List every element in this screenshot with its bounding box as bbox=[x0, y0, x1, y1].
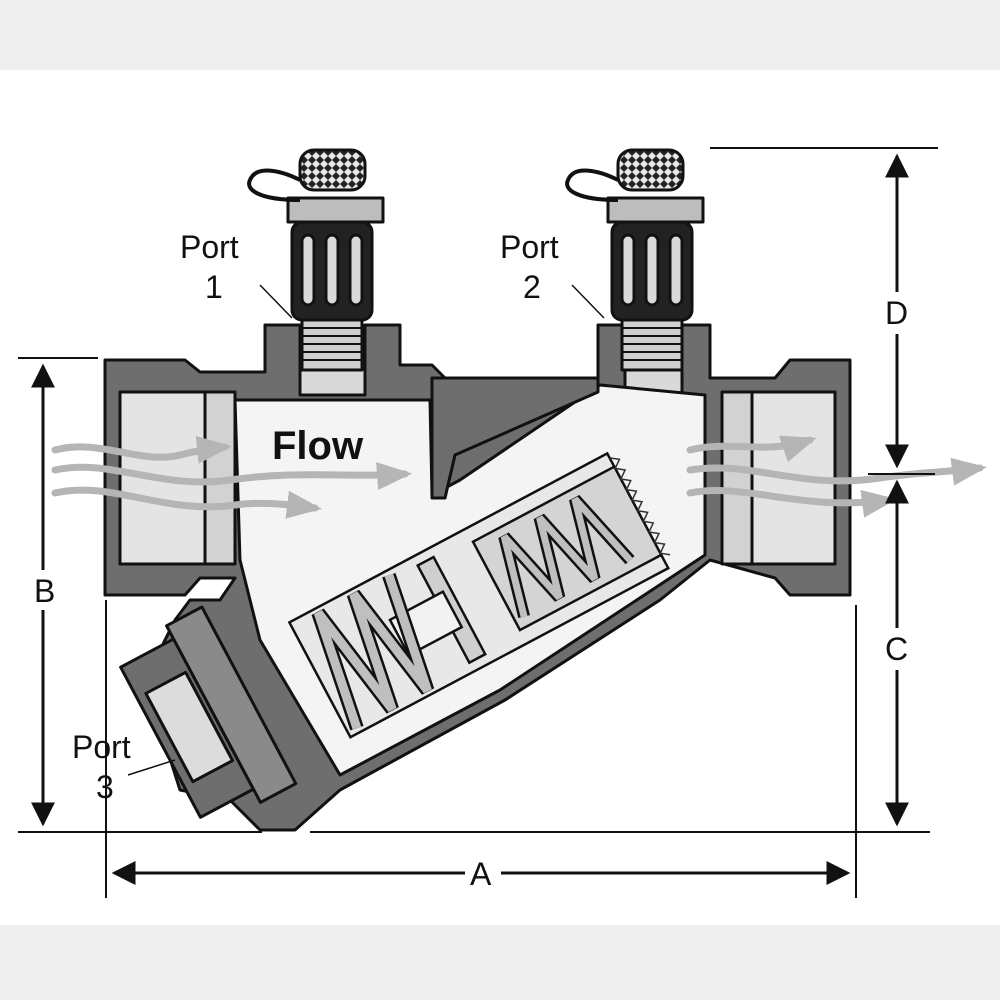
flow-arrow-inlet-1 bbox=[51, 435, 232, 464]
leader-port-1 bbox=[259, 284, 293, 319]
port-1-label-number: 1 bbox=[205, 269, 223, 305]
port-3-cap bbox=[119, 605, 298, 819]
port-3-cap-face bbox=[144, 670, 235, 784]
check-cartridge bbox=[287, 451, 671, 739]
port-1-collar bbox=[286, 196, 385, 224]
seat-wall bbox=[430, 376, 600, 500]
dimension-label-d: D bbox=[885, 295, 908, 331]
dimension-label-c: C bbox=[885, 631, 908, 667]
flow-label: Flow bbox=[272, 424, 364, 468]
leader-port-3 bbox=[127, 759, 176, 776]
flow-arrows bbox=[51, 435, 987, 519]
port-2-label-number: 2 bbox=[523, 269, 541, 305]
test-port-1 bbox=[247, 148, 385, 372]
flow-arrow-outlet-2 bbox=[686, 457, 987, 486]
dimension-label-a: A bbox=[470, 856, 492, 892]
flow-arrow-outlet-3 bbox=[686, 487, 897, 518]
diagram-labels: Flow Port 1 Port 2 Port 3 A B C D bbox=[34, 229, 908, 892]
leader-port-2 bbox=[571, 284, 605, 319]
port-1-knurled-cap bbox=[298, 148, 367, 192]
port-3-label-word: Port bbox=[72, 729, 131, 765]
port-3-label-number: 3 bbox=[96, 769, 114, 805]
port-2-label-word: Port bbox=[500, 229, 559, 265]
cartridge-threads bbox=[609, 457, 671, 556]
port-2-collar bbox=[606, 196, 705, 224]
top-margin-band bbox=[0, 0, 1000, 70]
test-port-2 bbox=[565, 148, 705, 372]
port-2-knurled-cap bbox=[616, 148, 685, 192]
bottom-margin-band bbox=[0, 925, 1000, 1000]
flow-arrow-outlet-1 bbox=[686, 435, 817, 463]
dimension-label-b: B bbox=[34, 573, 55, 609]
port-2-retainer-ring bbox=[565, 168, 619, 202]
port-3-cap-flange bbox=[165, 605, 298, 804]
flow-arrow-inlet-2 bbox=[51, 462, 412, 490]
flow-arrow-inlet-3 bbox=[51, 486, 322, 519]
port-1-retainer-ring bbox=[247, 168, 301, 202]
outlet-bore-shade bbox=[720, 390, 754, 566]
port-1-label-word: Port bbox=[180, 229, 239, 265]
